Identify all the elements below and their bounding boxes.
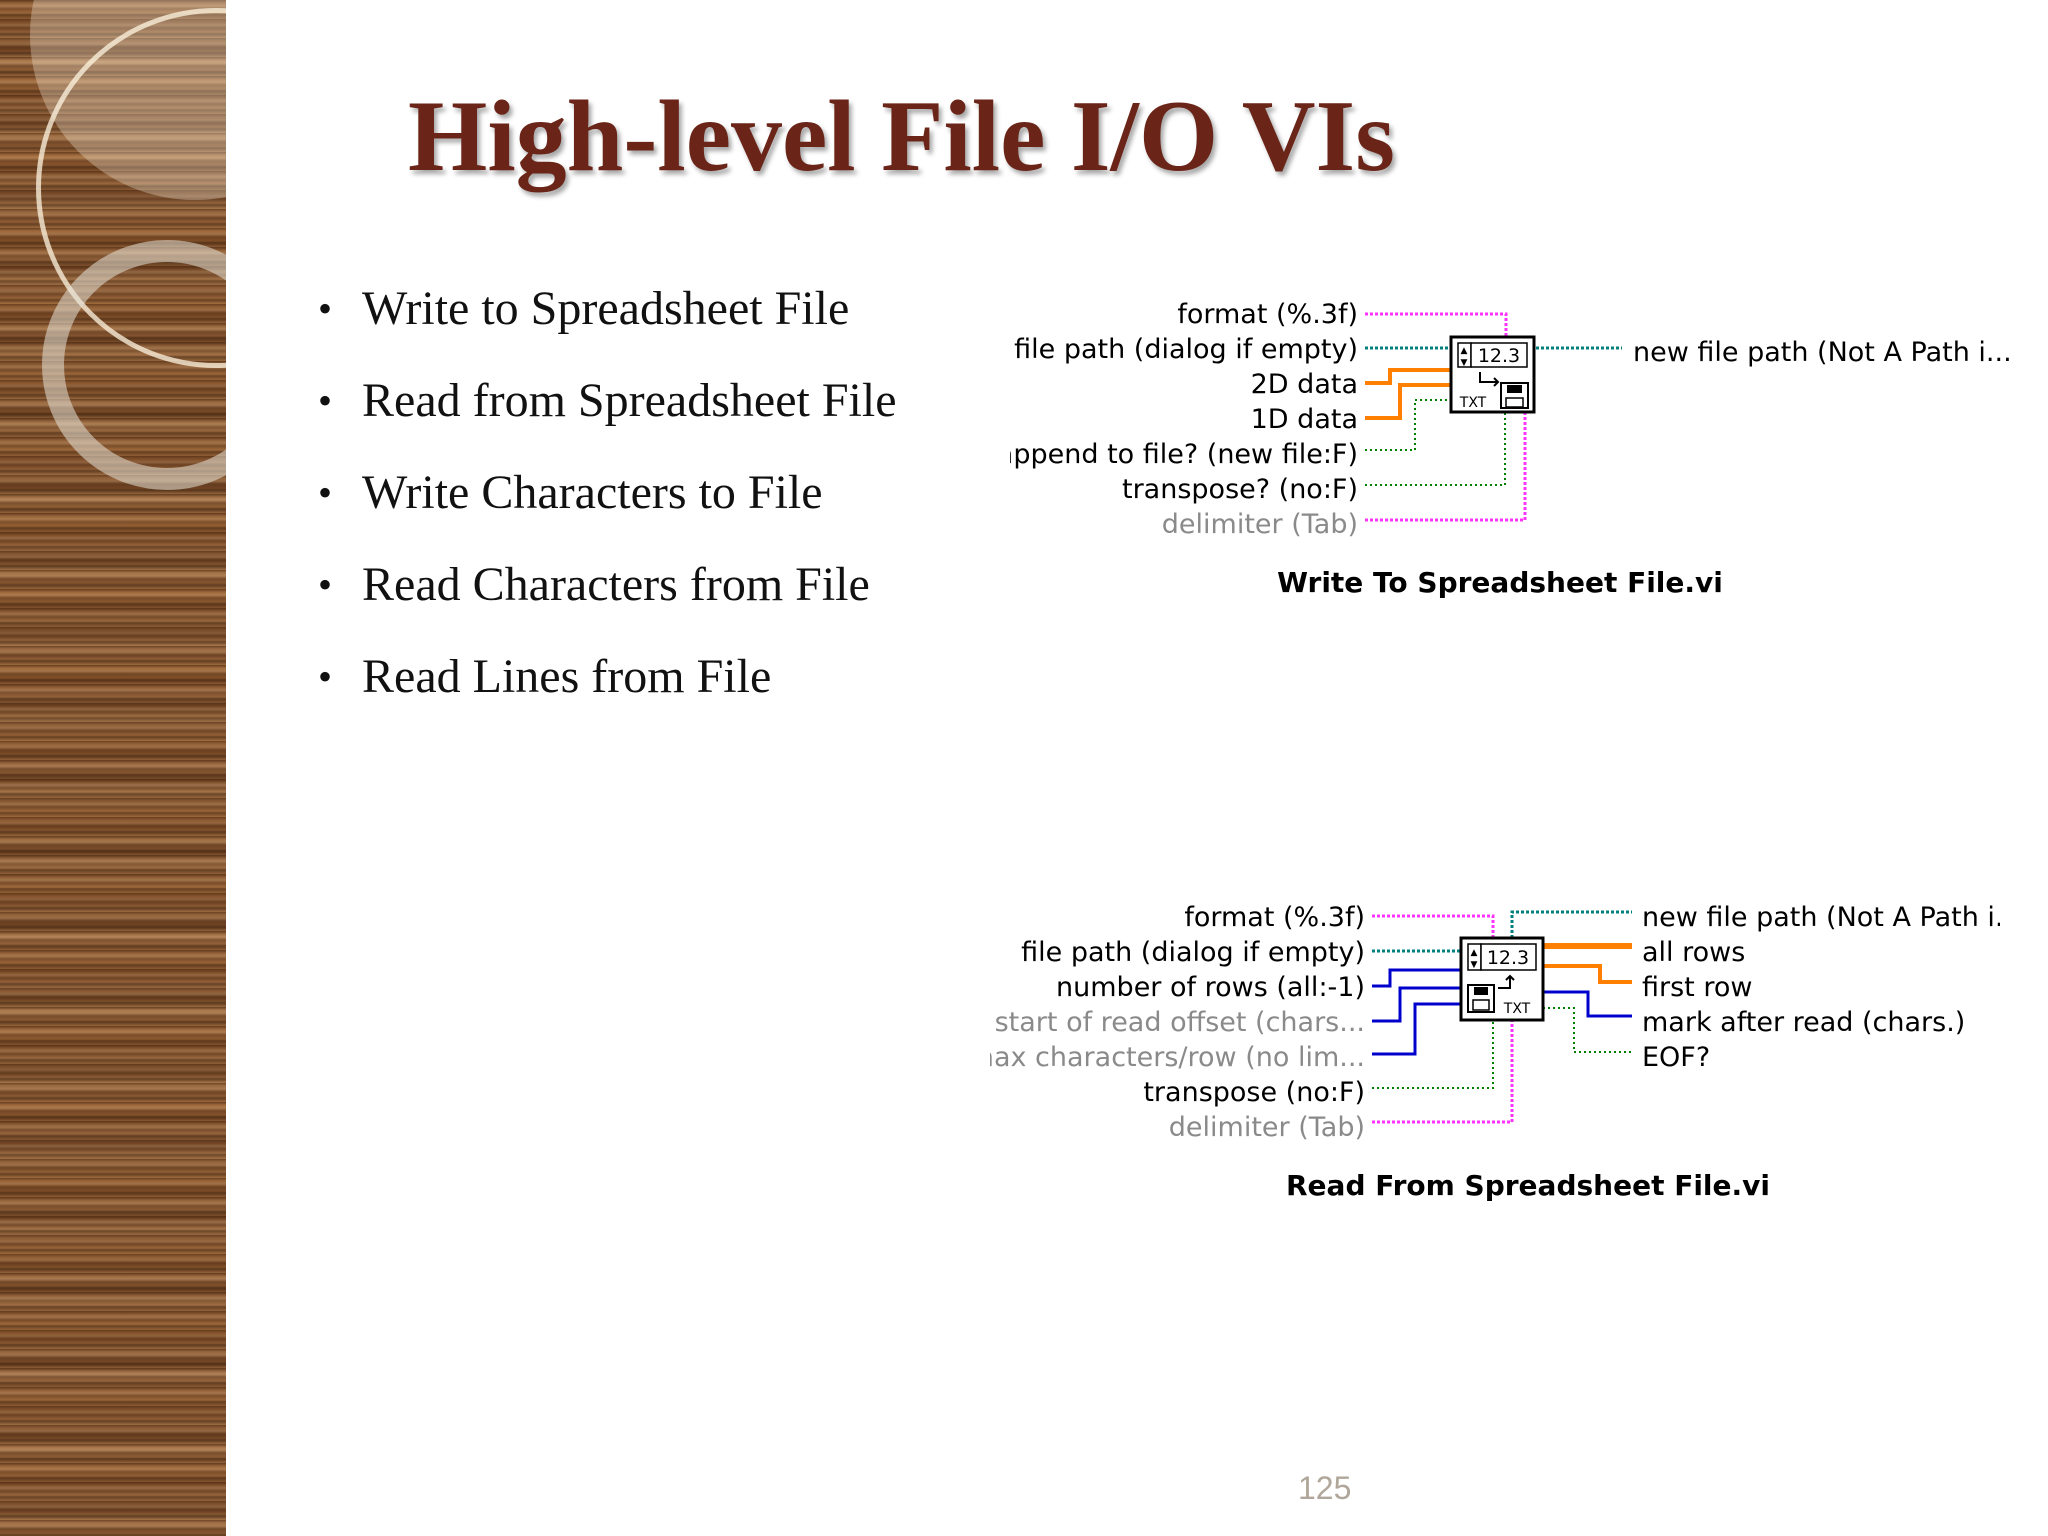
- boolean-wire: [1543, 1007, 1632, 1053]
- page-number: 125: [1298, 1470, 1352, 1506]
- numeric-wire: [1365, 383, 1450, 420]
- terminal-label: first row: [1642, 972, 1752, 1003]
- boolean-wire: [1372, 1020, 1494, 1089]
- wood-side-panel: [0, 0, 226, 1536]
- icon-label: TXT: [1459, 395, 1487, 411]
- bullet-text: Read Lines from File: [362, 650, 772, 703]
- bullet-item: •Read Characters from File: [318, 558, 870, 611]
- icon-number: 12.3: [1487, 947, 1529, 969]
- terminal-label: delimiter (Tab): [1169, 1112, 1365, 1143]
- bullet-item: •Read Lines from File: [318, 650, 772, 703]
- vi-caption: Read From Spreadsheet File.vi: [1286, 1169, 1770, 1202]
- icon-label: TXT: [1503, 1001, 1531, 1017]
- boolean-wire: [1365, 399, 1450, 451]
- terminal-label: mark after read (chars.): [1642, 1007, 1965, 1038]
- integer-wire: [1543, 990, 1632, 1018]
- integer-wire: [1372, 986, 1460, 1023]
- terminal-label: EOF?: [1642, 1042, 1710, 1073]
- bullet-text: Read from Spreadsheet File: [362, 374, 897, 427]
- svg-text:▼: ▼: [1461, 358, 1468, 368]
- bullet-text: Read Characters from File: [362, 558, 870, 611]
- terminal-label: new file path (Not A Path i...: [1633, 337, 2010, 368]
- terminal-label: 2D data: [1251, 369, 1358, 400]
- terminal-label: format (%.3f): [1184, 902, 1365, 933]
- slide-title: High-level File I/O VIs: [408, 80, 1395, 193]
- terminal-label: file path (dialog if empty): [1021, 937, 1365, 968]
- numeric-wire: [1543, 964, 1632, 984]
- vi-icon: ▲ ▼ 12.3 TXT: [1459, 936, 1545, 1022]
- integer-wire: [1372, 968, 1460, 988]
- bullet-item: •Read from Spreadsheet File: [318, 374, 897, 427]
- svg-text:▲: ▲: [1461, 346, 1468, 356]
- terminal-label: transpose (no:F): [1143, 1077, 1365, 1108]
- write-spreadsheet-diagram: format (%.3f) file path (dialog if empty…: [1010, 299, 2010, 599]
- terminal-label: delimiter (Tab): [1162, 509, 1358, 540]
- bullet-item: •Write to Spreadsheet File: [318, 282, 850, 335]
- terminal-label: all rows: [1642, 937, 1745, 968]
- string-wire: [1372, 1020, 1514, 1124]
- bullet-text: Write Characters to File: [362, 466, 823, 519]
- terminal-label: max characters/row (no lim...: [990, 1042, 1365, 1073]
- bullet-list: •Write to Spreadsheet File •Read from Sp…: [310, 280, 897, 740]
- terminal-label: file path (dialog if empty): [1014, 334, 1358, 365]
- svg-text:▼: ▼: [1471, 960, 1478, 970]
- boolean-wire: [1365, 412, 1506, 486]
- vi-icon: ▲ ▼ 12.3 TXT: [1449, 335, 1536, 414]
- string-wire: [1365, 312, 1508, 342]
- string-wire: [1372, 914, 1495, 938]
- read-spreadsheet-diagram: format (%.3f) file path (dialog if empty…: [990, 902, 2000, 1202]
- string-wire: [1365, 412, 1527, 522]
- terminal-label: number of rows (all:-1): [1056, 972, 1365, 1003]
- icon-number: 12.3: [1478, 345, 1520, 367]
- vi-caption: Write To Spreadsheet File.vi: [1277, 566, 1723, 599]
- terminal-label: 1D data: [1251, 404, 1358, 435]
- bullet-item: •Write Characters to File: [318, 466, 823, 519]
- svg-text:▲: ▲: [1471, 948, 1478, 958]
- terminal-label: append to file? (new file:F): [1010, 439, 1358, 470]
- integer-wire: [1372, 1002, 1460, 1056]
- terminal-label: start of read offset (chars...: [995, 1007, 1365, 1038]
- terminal-label: format (%.3f): [1177, 299, 1358, 330]
- path-wire: [1510, 910, 1632, 938]
- bullet-text: Write to Spreadsheet File: [362, 282, 850, 335]
- terminal-label: transpose? (no:F): [1122, 474, 1358, 505]
- numeric-wire: [1365, 368, 1450, 385]
- terminal-label: new file path (Not A Path i...: [1642, 902, 2000, 933]
